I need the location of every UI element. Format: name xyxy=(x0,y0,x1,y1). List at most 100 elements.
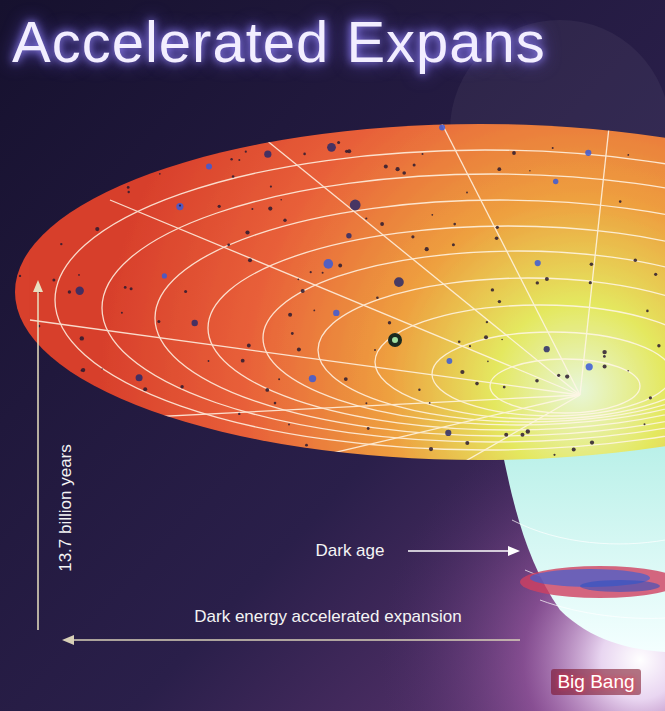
galaxy-dot xyxy=(458,340,461,343)
galaxy-dot xyxy=(445,430,451,436)
galaxy-dot xyxy=(68,290,71,293)
galaxy-dot xyxy=(238,413,240,415)
galaxy-dot xyxy=(265,388,269,392)
galaxy-dot xyxy=(126,124,130,128)
galaxy-dot xyxy=(270,186,272,188)
galaxy-dot xyxy=(248,258,252,262)
galaxy-dot xyxy=(19,275,21,277)
galaxy-dot xyxy=(124,286,127,289)
galaxy-dot xyxy=(218,205,221,208)
galaxy-dot xyxy=(418,389,420,391)
galaxy-dot xyxy=(79,124,82,127)
galaxy-dot xyxy=(661,127,665,133)
galaxy-dot xyxy=(23,244,26,247)
galaxy-dot xyxy=(121,312,123,314)
galaxy-dot xyxy=(603,355,606,358)
galaxy-dot xyxy=(179,205,181,207)
galaxy-dot xyxy=(590,263,594,267)
galaxy-dot xyxy=(374,349,376,351)
galaxy-dot xyxy=(95,227,99,231)
galaxy-dot xyxy=(20,330,26,336)
galaxy-dot xyxy=(78,274,80,276)
galaxy-dot xyxy=(627,154,629,156)
galaxy-dot xyxy=(324,259,334,269)
galaxy-dot xyxy=(365,402,367,404)
galaxy-dot xyxy=(297,348,301,352)
galaxy-dot xyxy=(338,264,342,268)
galaxy-dot xyxy=(322,272,324,274)
galaxy-dot xyxy=(384,165,388,169)
galaxy-dot xyxy=(367,427,370,430)
galaxy-dot xyxy=(76,287,84,295)
galaxy-dot xyxy=(396,167,400,171)
galaxy-dot xyxy=(447,358,453,364)
galaxy-dot xyxy=(422,153,424,155)
galaxy-dot xyxy=(402,171,406,175)
galaxy-dot xyxy=(466,192,468,194)
galaxy-dot xyxy=(496,226,499,229)
galaxy-dot xyxy=(365,217,367,219)
galaxy-dot xyxy=(245,230,249,234)
galaxy-dot xyxy=(280,199,282,201)
galaxy-dot xyxy=(346,233,351,238)
galaxy-dot xyxy=(602,350,606,354)
event-label: Big Bang xyxy=(551,669,640,695)
galaxy-dot xyxy=(104,410,108,414)
galaxy-dot xyxy=(128,191,130,193)
galaxy-dot xyxy=(536,281,539,284)
galaxy-dot xyxy=(380,222,384,226)
galaxy-dot xyxy=(288,313,292,317)
galaxy-dot xyxy=(657,344,660,347)
galaxy-dot xyxy=(309,375,316,382)
galaxy-dot xyxy=(501,339,503,341)
galaxy-dot xyxy=(453,223,456,226)
galaxy-dot xyxy=(208,360,210,362)
galaxy-dot xyxy=(619,200,622,203)
galaxy-dot xyxy=(52,279,55,282)
galaxy-dot xyxy=(526,429,530,433)
galaxy-dot xyxy=(654,273,657,276)
galaxy-dot xyxy=(465,441,469,445)
galaxy-dot xyxy=(495,236,499,240)
galaxy-dot xyxy=(491,288,494,291)
galaxy-dot xyxy=(347,149,351,153)
galaxy-dot xyxy=(344,377,348,381)
galaxy-dot xyxy=(60,243,62,245)
galaxy-dot xyxy=(114,180,117,183)
galaxy-dot xyxy=(460,370,464,374)
galaxy-dot xyxy=(130,287,133,290)
galaxy-dot xyxy=(96,425,99,428)
galaxy-dot xyxy=(278,378,280,380)
galaxy-dot xyxy=(503,386,506,389)
galaxy-dot xyxy=(180,385,183,388)
galaxy-dot xyxy=(33,446,35,448)
galaxy-dot xyxy=(327,143,336,152)
galaxy-dot xyxy=(431,214,433,216)
galaxy-dot xyxy=(51,439,53,441)
galaxy-dot xyxy=(586,363,593,370)
diagram-title: Accelerated Expans xyxy=(12,8,546,75)
galaxy-dot xyxy=(553,454,555,456)
galaxy-dot xyxy=(313,310,315,312)
galaxy-dot xyxy=(245,151,247,153)
galaxy-dot xyxy=(80,336,84,340)
galaxy-dot xyxy=(376,296,379,299)
galaxy-dot xyxy=(241,359,245,363)
galaxy-dot xyxy=(176,203,183,210)
galaxy-dot xyxy=(425,247,429,251)
galaxy-dot xyxy=(25,204,32,211)
galaxy-dot xyxy=(159,173,161,175)
galaxy-dot xyxy=(484,335,488,339)
galaxy-dot xyxy=(157,320,160,323)
galaxy-dot xyxy=(497,167,501,171)
galaxy-dot xyxy=(230,158,232,160)
era-label: Dark age xyxy=(316,541,385,561)
galaxy-dot xyxy=(47,388,49,390)
galaxy-dot xyxy=(32,228,34,230)
galaxy-dot xyxy=(247,344,251,348)
galaxy-dot xyxy=(291,332,294,335)
galaxy-dot xyxy=(553,179,558,184)
galaxy-dot xyxy=(512,151,516,155)
galaxy-dot xyxy=(498,300,501,303)
galaxy-dot xyxy=(105,163,109,167)
